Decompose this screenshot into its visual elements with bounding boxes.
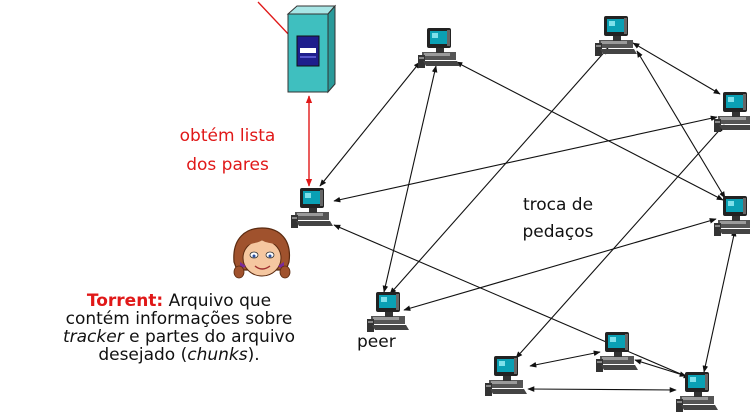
torrent-description: Torrent: Arquivo que contém informações …	[14, 292, 344, 364]
torrent-line1-rest: Arquivo que	[163, 291, 272, 311]
link-e-f	[527, 386, 677, 393]
obtain-peer-list-line2: dos pares	[186, 155, 269, 175]
peer-label: peer	[357, 332, 396, 352]
torrent-title: Torrent:	[86, 291, 164, 311]
chunk-exchange-label: troca de pedaços	[498, 192, 618, 246]
girl-avatar-icon	[233, 227, 291, 279]
peer-computer-a	[418, 28, 460, 68]
obtain-peer-list-line1: obtém lista	[179, 126, 276, 146]
peer-links	[319, 42, 737, 393]
peer-computer-f	[676, 372, 718, 412]
link-c-d	[632, 42, 721, 95]
peer-computer-e	[485, 356, 527, 396]
tracker-top-line	[257, 1, 292, 38]
torrent-line3: tracker e partes do arquivo	[14, 328, 344, 346]
peer-computer-peer	[367, 292, 409, 332]
chunk-exchange-line2: pedaços	[522, 222, 594, 242]
link-e-g	[529, 350, 601, 368]
torrent-line3-rest: e partes do arquivo	[123, 327, 296, 347]
peer-computer-d	[714, 92, 750, 132]
tracker-server-icon	[286, 4, 337, 94]
torrent-line1: Torrent: Arquivo que	[14, 292, 344, 310]
chunk-exchange-line1: troca de	[522, 195, 594, 215]
link-h-peer	[403, 218, 717, 311]
torrent-line4-a: desejado (	[98, 345, 188, 365]
link-d-b	[333, 115, 718, 203]
torrent-line4: desejado (chunks).	[14, 346, 344, 364]
link-a-h	[455, 61, 724, 201]
chunks-term: chunks	[187, 345, 248, 365]
obtain-peer-list-label: obtém lista dos pares	[170, 122, 285, 180]
link-h-f	[702, 229, 737, 373]
peer-computer-c	[595, 16, 637, 56]
tracker-term: tracker	[62, 327, 124, 347]
peer-computer-g	[596, 332, 638, 372]
link-g-f	[634, 359, 687, 377]
torrent-line2: contém informações sobre	[65, 309, 293, 329]
peer-computer-h	[714, 196, 750, 236]
peer-computer-b	[291, 188, 333, 228]
torrent-line4-b: ).	[247, 345, 260, 365]
link-c-peer	[389, 47, 609, 295]
